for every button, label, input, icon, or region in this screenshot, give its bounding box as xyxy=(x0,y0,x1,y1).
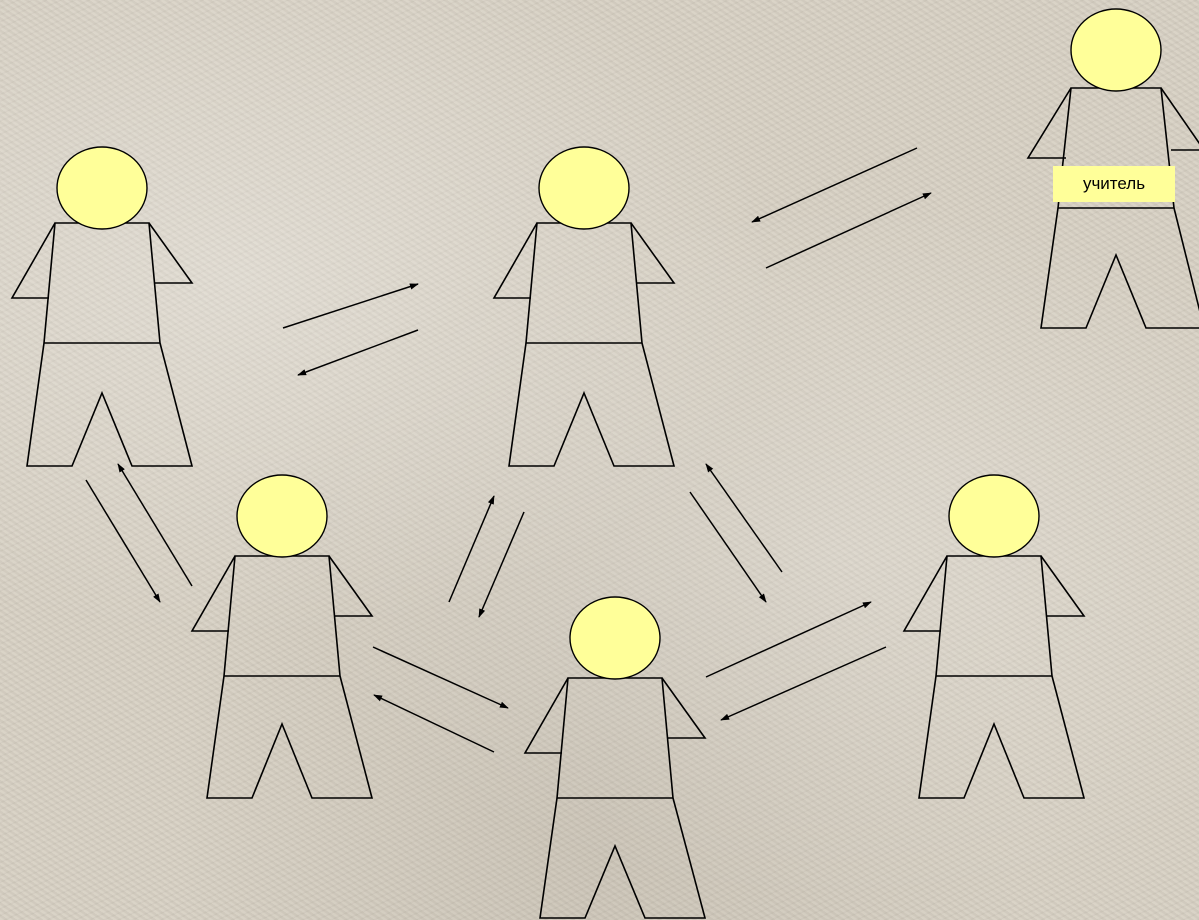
figure-body xyxy=(192,556,372,798)
arrow-left xyxy=(298,330,418,375)
arrow-right xyxy=(373,647,508,708)
student-figure-bottom-right xyxy=(904,475,1084,798)
arrow-down xyxy=(479,512,524,617)
arrow-up xyxy=(706,464,782,572)
figure-body xyxy=(904,556,1084,798)
arrow-right xyxy=(706,602,871,677)
arrow-up xyxy=(118,464,192,586)
figure-body xyxy=(12,223,192,466)
figure-head xyxy=(1071,9,1161,91)
student-figure-bottom-left xyxy=(192,475,372,798)
arrow-left xyxy=(374,695,494,752)
figure-head xyxy=(237,475,327,557)
figure-body xyxy=(525,678,705,918)
figure-body xyxy=(1028,88,1199,328)
student-figure-top-center xyxy=(494,147,674,466)
figure-body xyxy=(494,223,674,466)
arrow-right xyxy=(283,284,418,328)
student-figure-top-left xyxy=(12,147,192,466)
figure-head xyxy=(539,147,629,229)
arrow-down xyxy=(690,492,766,602)
teacher-label: учитель xyxy=(1053,166,1175,202)
figure-head xyxy=(570,597,660,679)
arrow-up xyxy=(449,496,494,602)
arrow-down xyxy=(86,480,160,602)
arrow-left xyxy=(721,647,886,720)
student-figure-bottom-center xyxy=(525,597,705,918)
figure-head xyxy=(949,475,1039,557)
figure-head xyxy=(57,147,147,229)
